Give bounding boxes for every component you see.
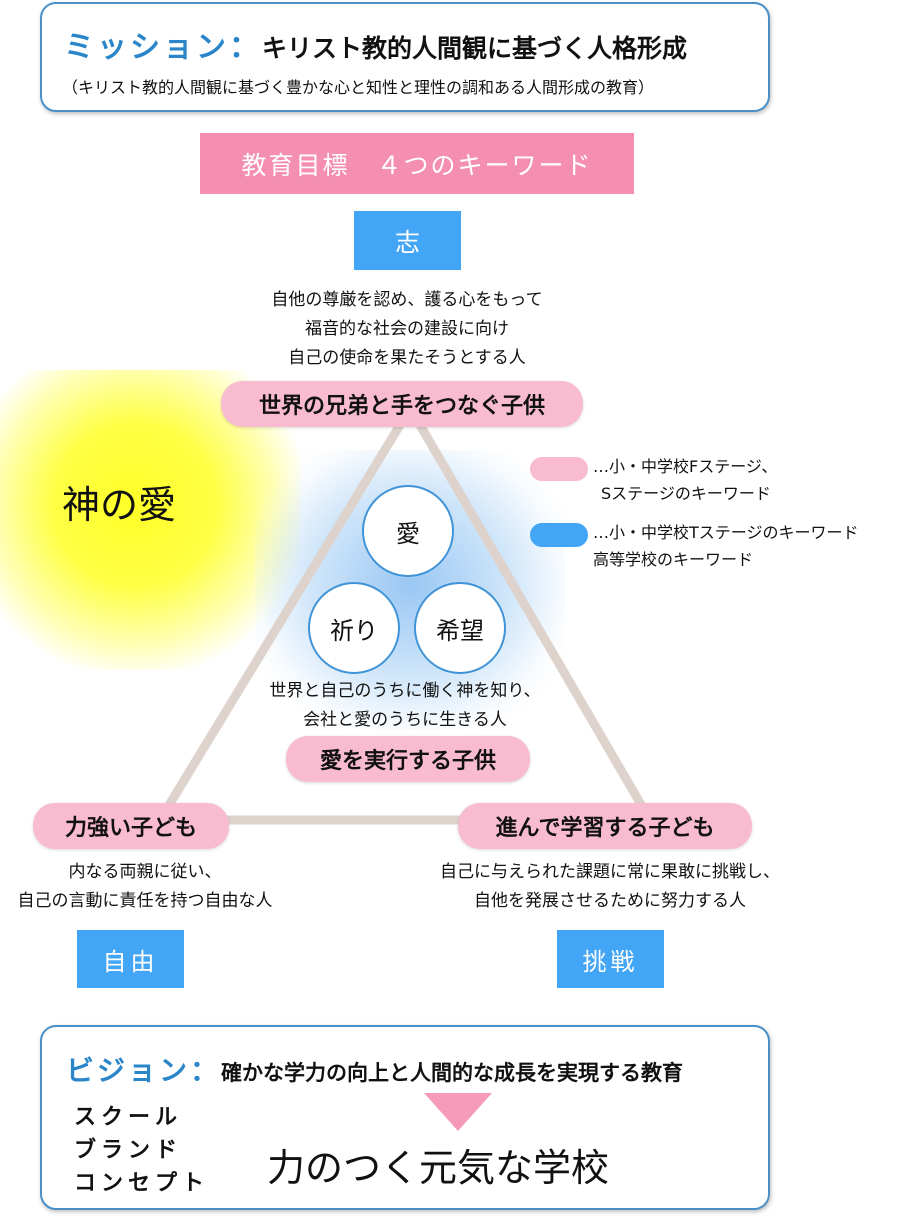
keyword-right: 挑戦	[557, 930, 664, 988]
down-arrow-icon	[424, 1093, 492, 1131]
brand-line: ブランド	[74, 1138, 183, 1163]
desc-line: 自他の尊厳を認め、護る心をもって	[271, 290, 543, 310]
legend-text: Sステージのキーワード	[601, 484, 771, 503]
legend-text: …小・中学校Fステージ、	[593, 457, 778, 476]
pill-right: 進んで学習する子ども	[458, 803, 752, 849]
brand-line: コンセプト	[74, 1171, 210, 1196]
legend-item-blue: …小・中学校Tステージのキーワード 高等学校のキーワード	[530, 519, 908, 579]
pill-left: 力強い子ども	[33, 803, 229, 849]
keyword-left: 自由	[77, 930, 184, 988]
vision-text: 確かな学力の向上と人間的な成長を実現する教育	[221, 1061, 684, 1085]
center-description: 世界と自己のうちに働く神を知り、 会社と愛のうちに生きる人	[210, 677, 600, 735]
desc-line: 自己の使命を果たそうとする人	[288, 348, 526, 368]
desc-line: 内なる両親に従い、	[68, 862, 222, 882]
brand-line: スクール	[74, 1105, 183, 1130]
circle-prayer: 祈り	[308, 582, 400, 674]
legend-swatch-pink	[530, 457, 588, 481]
desc-line: 福音的な社会の建設に向け	[305, 319, 509, 339]
left-description: 内なる両親に従い、 自己の言動に責任を持つ自由な人	[0, 858, 290, 916]
legend-text: …小・中学校Tステージのキーワード	[593, 523, 859, 542]
keyword-top: 志	[354, 211, 461, 270]
brand-label: スクール ブランド コンセプト	[74, 1101, 209, 1200]
mission-heading: ミッション：キリスト教的人間観に基づく人格形成	[64, 22, 687, 66]
vision-label: ビジョン：	[66, 1054, 222, 1087]
desc-line: 会社と愛のうちに生きる人	[303, 710, 507, 730]
legend-item-pink: …小・中学校Fステージ、 Sステージのキーワード	[530, 453, 908, 519]
vision-box: ビジョン：確かな学力の向上と人間的な成長を実現する教育 スクール ブランド コン…	[40, 1025, 770, 1210]
circle-love: 愛	[362, 485, 454, 577]
pill-top: 世界の兄弟と手をつなぐ子供	[221, 381, 583, 427]
mission-subtext: （キリスト教的人間観に基づく豊かな心と知性と理性の調和ある人間形成の教育）	[62, 78, 655, 97]
mission-text: キリスト教的人間観に基づく人格形成	[262, 34, 688, 63]
mission-label: ミッション：	[64, 30, 262, 65]
pill-center: 愛を実行する子供	[286, 736, 530, 782]
concept-text: 力のつく元気な学校	[267, 1146, 610, 1190]
desc-line: 自他を発展させるために努力する人	[474, 891, 746, 911]
legend-swatch-blue	[530, 523, 588, 547]
desc-line: 自己に与えられた課題に常に果敢に挑戦し、	[440, 862, 780, 882]
vision-heading: ビジョン：確かな学力の向上と人間的な成長を実現する教育	[66, 1049, 683, 1089]
right-description: 自己に与えられた課題に常に果敢に挑戦し、 自他を発展させるために努力する人	[415, 858, 805, 916]
god-love-text: 神の愛	[62, 483, 177, 527]
circle-hope: 希望	[414, 582, 506, 674]
legend: …小・中学校Fステージ、 Sステージのキーワード …小・中学校Tステージのキーワ…	[530, 453, 908, 579]
goals-header: 教育目標 ４つのキーワード	[200, 133, 634, 194]
desc-line: 自己の言動に責任を持つ自由な人	[17, 891, 273, 911]
top-description: 自他の尊厳を認め、護る心をもって 福音的な社会の建設に向け 自己の使命を果たそう…	[180, 286, 634, 373]
mission-box: ミッション：キリスト教的人間観に基づく人格形成 （キリスト教的人間観に基づく豊か…	[40, 2, 770, 112]
legend-text: 高等学校のキーワード	[593, 550, 754, 569]
desc-line: 世界と自己のうちに働く神を知り、	[269, 681, 541, 701]
